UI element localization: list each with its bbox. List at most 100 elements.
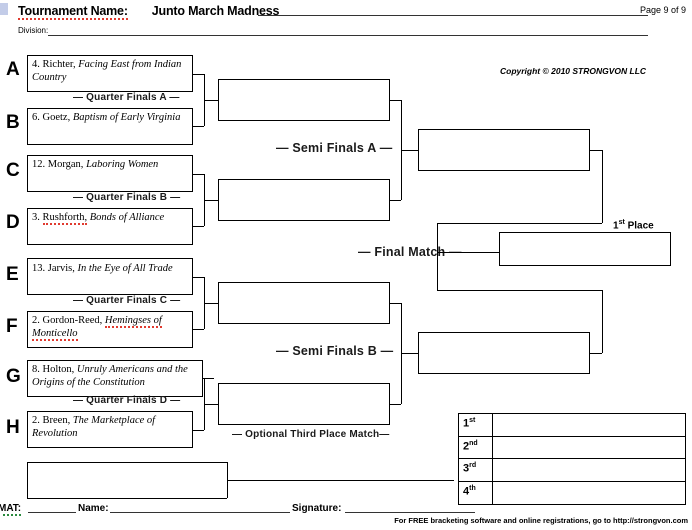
entry-num-h: 2. (32, 415, 40, 426)
entry-author-d: Rushforth, (42, 212, 88, 225)
connector-cd-out (204, 200, 218, 201)
entry-num-c: 12. (32, 159, 46, 170)
quarter-final-box-c[interactable] (218, 282, 390, 324)
placement-value-3[interactable] (493, 459, 685, 481)
connector-final-vertical (437, 223, 438, 290)
entry-author-c: Morgan, (47, 159, 84, 170)
round-label-semi-finals-b: — Semi Finals B — (276, 344, 394, 358)
mat-label: MAT: (0, 503, 22, 516)
entry-box-h[interactable] (27, 411, 193, 448)
header-color-swatch (0, 3, 8, 15)
placement-value-1[interactable] (493, 414, 685, 436)
connector-sfb-tail (590, 353, 602, 354)
connector-sfa-down (602, 150, 603, 223)
seed-letter-c: C (6, 160, 20, 181)
entry-box-g[interactable] (27, 360, 203, 397)
tournament-name-label: Tournament Name: (18, 4, 128, 20)
quarter-final-box-d[interactable] (218, 383, 390, 425)
placement-rank-1: 1st (459, 414, 493, 436)
connector-qfd-stub (390, 404, 401, 405)
connector-b-stub (193, 126, 204, 127)
entry-author-h: Breen, (42, 415, 71, 426)
placement-rank-1-sup: st (469, 417, 476, 424)
entry-title-b: Baptism of Early Virginia (72, 112, 181, 123)
entry-text-d: 3. Rushforth, Bonds of Alliance (32, 211, 190, 225)
division-label: Division: (18, 26, 49, 35)
connector-qfc-stub (390, 303, 401, 304)
connector-qfb-stub (390, 200, 401, 201)
entry-box-b[interactable] (27, 108, 193, 145)
first-place-label-sup: st (618, 219, 625, 226)
placement-rank-4-num: 4 (463, 485, 470, 498)
third-place-box-left (27, 462, 28, 498)
placement-rank-2-sup: nd (469, 439, 478, 447)
tournament-name-line: Tournament Name: Junto March Madness (18, 4, 280, 20)
entry-text-b: 6. Goetz, Baptism of Early Virginia (32, 111, 190, 124)
entry-box-c[interactable] (27, 155, 193, 192)
round-label-quarter-finals-a: — Quarter Finals A — (73, 92, 180, 103)
connector-f-stub (193, 329, 204, 330)
mat-rule[interactable] (28, 512, 76, 513)
first-place-label-suffix: Place (624, 220, 654, 232)
placement-row-4: 4th (459, 481, 685, 505)
seed-letter-g: G (6, 366, 21, 387)
round-label-third-place: — Optional Third Place Match— (232, 429, 390, 440)
connector-gh-out (204, 404, 218, 405)
connector-e-stub (193, 277, 204, 278)
seed-letter-e: E (6, 264, 19, 285)
placement-rank-2-num: 2 (463, 440, 470, 453)
placement-rank-3-num: 3 (463, 462, 470, 475)
connector-sfb-up (602, 290, 603, 353)
placement-row-2: 2nd (459, 436, 685, 460)
entry-text-a: 4. Richter, Facing East from Indian Coun… (32, 58, 190, 84)
third-place-box-top (27, 462, 227, 463)
entry-title-c: Laboring Women (86, 159, 159, 170)
page-indicator: Page 9 of 9 (639, 5, 686, 15)
connector-ef-out (204, 303, 218, 304)
connector-final-bottom (437, 290, 602, 291)
tournament-name-value[interactable]: Junto March Madness (151, 4, 280, 18)
round-label-final-match: — Final Match — (358, 245, 462, 259)
connector-sfa-out (401, 150, 418, 151)
entry-num-a: 4. (32, 59, 40, 70)
entry-box-d[interactable] (27, 208, 193, 245)
placement-value-2[interactable] (493, 437, 685, 459)
entry-text-c: 12. Morgan, Laboring Women (32, 158, 190, 171)
entry-author-b: Goetz, (42, 112, 71, 123)
seed-letter-d: D (6, 212, 20, 233)
round-label-semi-finals-a: — Semi Finals A — (276, 141, 393, 155)
entry-text-g: 8. Holton, Unruly Americans and the Orig… (32, 363, 200, 389)
entry-author-e: Jarvis, (47, 263, 75, 274)
seed-letter-b: B (6, 112, 20, 133)
connector-g-stub (203, 378, 214, 379)
connector-sfb-out (401, 353, 418, 354)
first-place-label-prefix: 1 (613, 220, 619, 232)
entry-box-e[interactable] (27, 258, 193, 295)
placement-value-4[interactable] (493, 482, 685, 505)
quarter-final-box-b[interactable] (218, 179, 390, 221)
signature-label: Signature: (292, 503, 342, 514)
division-rule[interactable] (48, 35, 648, 36)
entry-title-d: Bonds of Alliance (89, 212, 165, 223)
seed-letter-f: F (6, 316, 18, 337)
entry-box-f[interactable] (27, 311, 193, 348)
entry-num-d: 3. (32, 212, 40, 223)
semi-final-box-b[interactable] (418, 332, 590, 374)
signature-rule[interactable] (345, 512, 475, 513)
connector-ab-out (204, 100, 218, 101)
champion-box[interactable] (499, 232, 671, 266)
entry-title-a: Facing East from Indian Country (32, 59, 182, 83)
entry-title-f: Hemingses of Monticello (32, 315, 162, 341)
placement-rank-2: 2nd (459, 436, 493, 459)
quarter-final-box-a[interactable] (218, 79, 390, 121)
name-rule[interactable] (110, 512, 290, 513)
entry-box-a[interactable] (27, 55, 193, 92)
placement-rank-1-num: 1 (463, 417, 470, 430)
connector-a-stub (193, 74, 204, 75)
entry-title-h: The Marketplace of Revolution (32, 415, 156, 439)
entry-num-g: 8. (32, 364, 40, 375)
placement-rank-4-sup: th (469, 484, 476, 492)
semi-final-box-a[interactable] (418, 129, 590, 171)
entry-num-f: 2. (32, 315, 40, 326)
